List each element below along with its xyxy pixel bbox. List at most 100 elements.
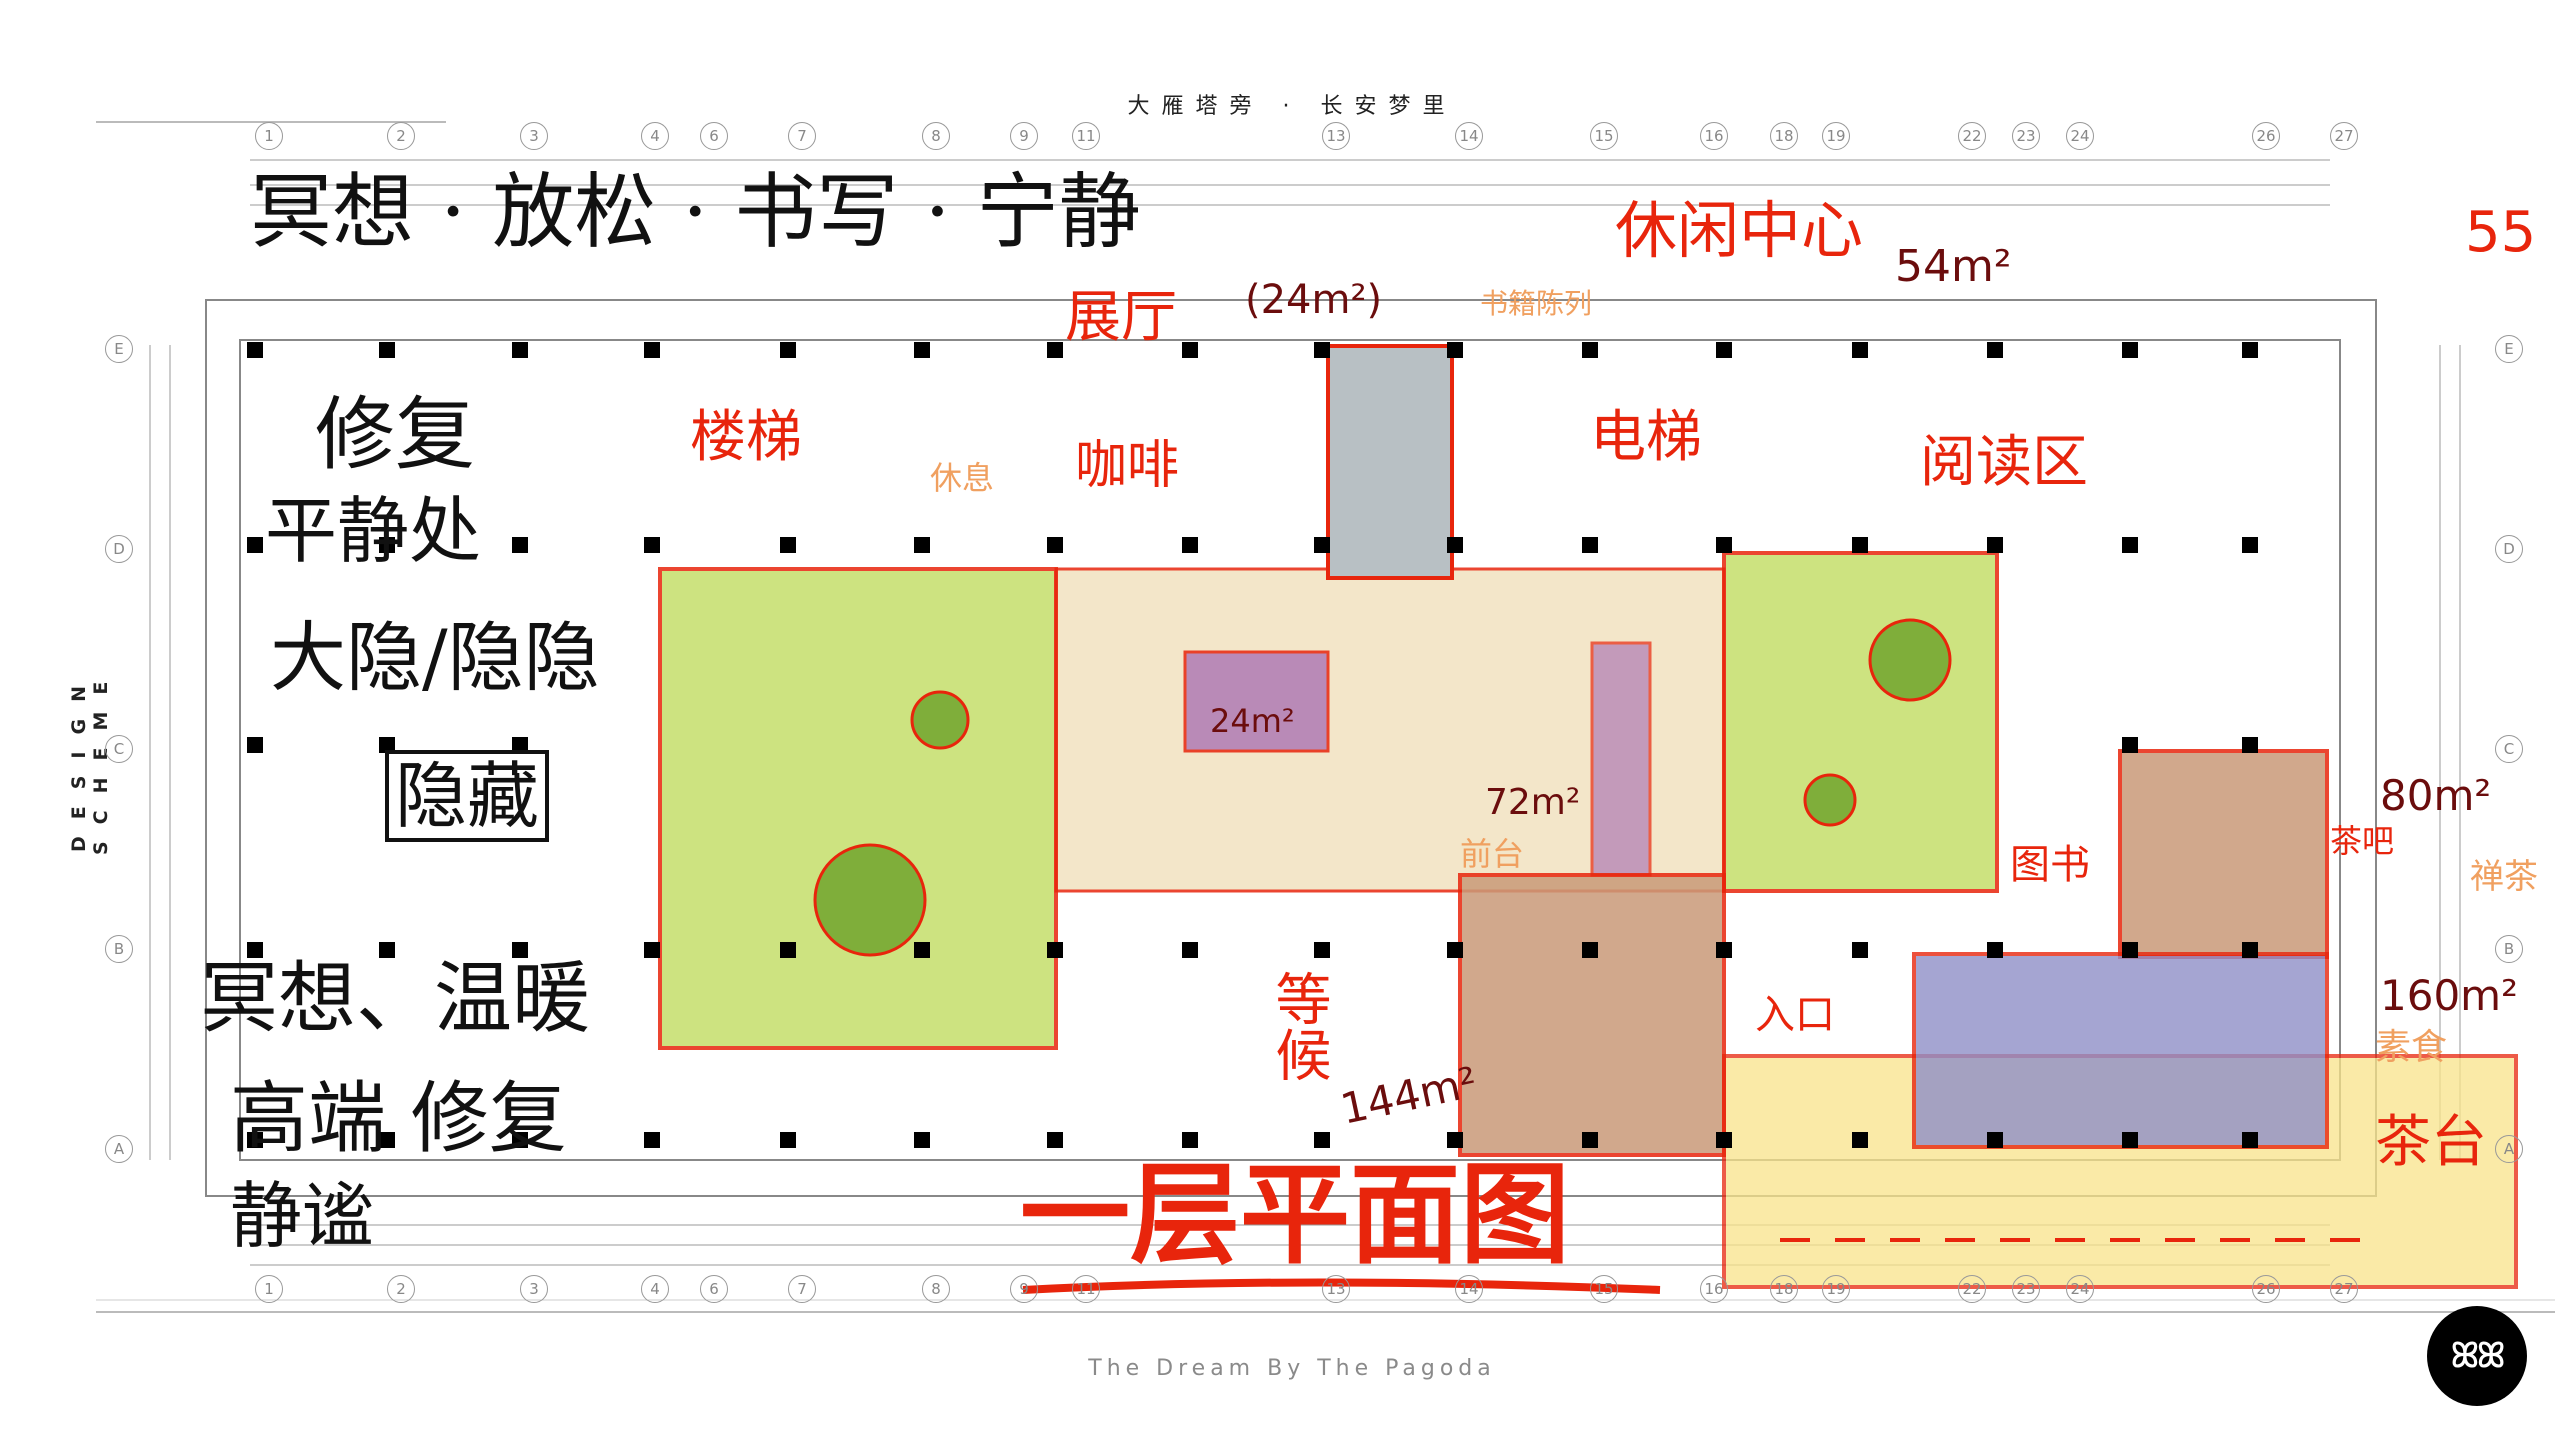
grid-axis-marker: 9 [1010, 122, 1038, 150]
label-dining-area: 160m² [2380, 971, 2518, 1020]
label-tea-area: 80m² [2380, 771, 2492, 820]
note-calm: 平静处 [265, 489, 482, 573]
column-marker [1716, 537, 1732, 553]
column-marker [1447, 1132, 1463, 1148]
note-highend: 高端 修复 [230, 1074, 567, 1164]
grid-axis-marker: D [2495, 535, 2523, 563]
zone-dining [1912, 952, 2329, 1149]
label-tea: 茶吧 [2330, 822, 2395, 860]
grid-axis-marker: 19 [1822, 1275, 1850, 1303]
column-marker [2242, 342, 2258, 358]
label-vegetarian: 素食 [2375, 1027, 2448, 1068]
grid-axis-marker: B [105, 935, 133, 963]
building-outline [205, 299, 2377, 1197]
column-marker [1716, 342, 1732, 358]
zone-tea [2118, 749, 2329, 959]
column-marker [644, 537, 660, 553]
column-marker [1582, 942, 1598, 958]
grid-axis-marker: 2 [387, 1275, 415, 1303]
label-tea-bar: 禅茶 [2470, 857, 2538, 897]
grid-axis-marker: 22 [1958, 1275, 1986, 1303]
column-marker [379, 342, 395, 358]
column-marker [247, 942, 263, 958]
grid-axis-marker: 9 [1010, 1275, 1038, 1303]
grid-axis-marker: 26 [2252, 1275, 2280, 1303]
grid-axis-marker: 6 [700, 1275, 728, 1303]
column-marker [512, 342, 528, 358]
label-front-desk: 前台 [1460, 835, 1525, 873]
grid-axis-marker: 26 [2252, 122, 2280, 150]
grid-axis-marker: 16 [1700, 1275, 1728, 1303]
grid-axis-marker: 1 [255, 1275, 283, 1303]
column-marker [379, 1132, 395, 1148]
zone-purple [1183, 650, 1330, 753]
column-marker [780, 1132, 796, 1148]
column-marker [1852, 942, 1868, 958]
column-marker [1314, 942, 1330, 958]
column-marker [914, 942, 930, 958]
column-marker [2122, 942, 2138, 958]
column-marker [780, 342, 796, 358]
grid-axis-marker: 8 [922, 122, 950, 150]
column-marker [914, 342, 930, 358]
label-rest: 休息 [930, 459, 995, 497]
plan-title: 一层平面图 [1020, 1151, 1570, 1279]
zone-purple-strip [1590, 641, 1652, 877]
column-marker [1314, 537, 1330, 553]
grid-axis-marker: 8 [922, 1275, 950, 1303]
column-marker [1987, 1132, 2003, 1148]
column-marker [512, 1132, 528, 1148]
column-marker [1447, 342, 1463, 358]
zone-waiting [1458, 873, 1726, 1157]
column-marker [512, 737, 528, 753]
label-stairs: 楼梯 [690, 405, 802, 470]
column-marker [1047, 342, 1063, 358]
column-marker [247, 342, 263, 358]
label-exhibition-area: (24m²) [1245, 277, 1383, 323]
note-top: 冥想 · 放松 · 书写 · 宁静 [250, 165, 1141, 260]
grid-axis-marker: 14 [1455, 1275, 1483, 1303]
column-marker [247, 1132, 263, 1148]
grid-axis-marker: 24 [2066, 1275, 2094, 1303]
grid-axis-marker: 18 [1770, 122, 1798, 150]
grid-axis-marker: 4 [641, 122, 669, 150]
column-marker [2242, 942, 2258, 958]
grid-axis-marker: 3 [520, 122, 548, 150]
column-marker [1987, 342, 2003, 358]
brand-logo: ꕤꕤ [2427, 1306, 2527, 1406]
label-teahouse: 茶台 [2375, 1110, 2487, 1175]
column-marker [1582, 537, 1598, 553]
label-corner: 55 [2465, 200, 2537, 265]
column-marker [1716, 1132, 1732, 1148]
structural-columns [247, 342, 2258, 1148]
note-repair: 修复 [315, 388, 475, 481]
grid-axis-marker: 16 [1700, 122, 1728, 150]
column-marker [1182, 342, 1198, 358]
column-marker [1314, 1132, 1330, 1148]
grid-axis-marker: 15 [1590, 122, 1618, 150]
column-marker [1047, 1132, 1063, 1148]
column-marker [2242, 737, 2258, 753]
grid-axis-marker: 3 [520, 1275, 548, 1303]
grid-axis-marker: 15 [1590, 1275, 1618, 1303]
column-marker [1852, 1132, 1868, 1148]
label-coffee: 咖啡 [1075, 436, 1180, 496]
column-marker [2122, 342, 2138, 358]
column-marker [780, 537, 796, 553]
column-marker [247, 737, 263, 753]
column-marker [644, 1132, 660, 1148]
grid-axis-marker: 13 [1322, 122, 1350, 150]
zone-tower [1326, 344, 1454, 580]
label-calligraphy: 书籍陈列 [1480, 287, 1593, 320]
note-warm: 冥想、温暖 [200, 954, 591, 1044]
grid-axis-marker: 11 [1072, 1275, 1100, 1303]
note-hidden: 大隐/隐隐 [270, 613, 600, 702]
label-exhibition: 展厅 [1065, 285, 1177, 350]
grid-axis-marker: E [105, 335, 133, 363]
grid-axis-marker: 23 [2012, 1275, 2040, 1303]
column-marker [2122, 537, 2138, 553]
column-marker [1852, 537, 1868, 553]
column-marker [644, 942, 660, 958]
column-marker [1987, 537, 2003, 553]
